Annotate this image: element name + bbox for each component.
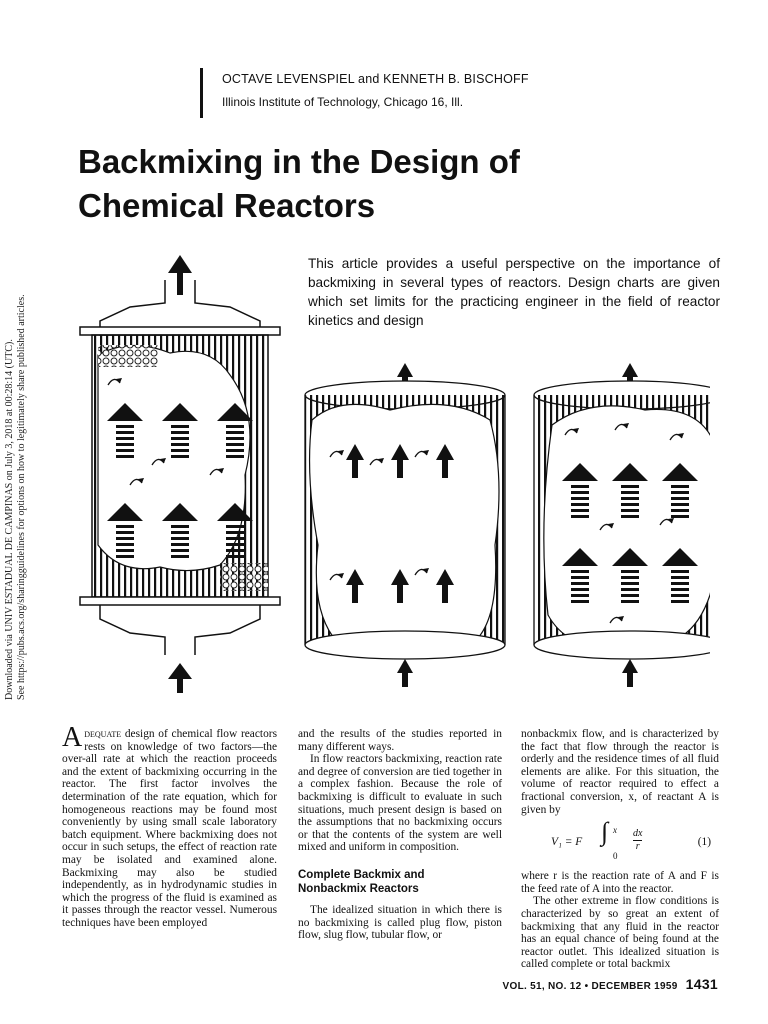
integral-upper-limit: x (613, 825, 617, 836)
authors: OCTAVE LEVENSPIEL and KENNETH B. BISCHOF… (222, 72, 529, 86)
section-heading-line-2: Nonbackmix Reactors (298, 882, 419, 895)
paragraph: In flow reactors backmixing, reaction ra… (298, 753, 502, 854)
packed-reactor (79, 255, 281, 693)
inlet-arrow-bottom (397, 659, 413, 687)
abstract: This article provides a useful perspecti… (308, 256, 720, 328)
equation-number: (1) (697, 836, 711, 849)
paragraph: and the results of the studies reported … (298, 728, 502, 753)
title-line-2: Chemical Reactors (78, 187, 376, 224)
article-title: Backmixing in the Design of Chemical Rea… (78, 140, 598, 228)
fraction-bar (633, 840, 643, 842)
affiliation: Illinois Institute of Technology, Chicag… (222, 95, 464, 109)
integrand-denominator: r (635, 841, 640, 853)
inlet-arrow-bottom (622, 659, 638, 687)
paragraph: The other extreme in flow conditions is … (521, 895, 719, 971)
integral-sign: ∫ (601, 817, 609, 847)
integrand-numerator: dx (633, 828, 643, 840)
section-heading-line-1: Complete Backmix and (298, 868, 425, 881)
paragraph-text: design of chemical flow reactors rests o… (62, 728, 277, 929)
download-notice-line-1: Downloaded via UNIV ESTADUAL DE CAMPINAS… (4, 339, 15, 700)
section-heading: Complete Backmix and Nonbackmix Reactors (298, 868, 502, 896)
integral-lower-limit: 0 (613, 851, 618, 862)
issue-info: VOL. 51, NO. 12 • DECEMBER 1959 (502, 981, 678, 992)
drop-cap: A (62, 722, 83, 753)
download-notice-line-2: See https://pubs.acs.org/sharingguidelin… (16, 294, 27, 700)
download-notice: Downloaded via UNIV ESTADUAL DE CAMPINAS… (4, 280, 28, 700)
lead-word: dequate (84, 728, 122, 740)
body-column-3: nonbackmix flow, and is characterized by… (521, 728, 719, 971)
outlet-arrow-top (168, 255, 192, 295)
body-column-2: and the results of the studies reported … (298, 728, 502, 942)
reactor-illustration (79, 255, 710, 693)
title-line-1: Backmixing in the Design of (78, 143, 520, 180)
equation-1: V₁ = F ∫ x 0 dx r (1) (521, 817, 719, 866)
page-number: 1431 (685, 976, 718, 992)
tube-reactor-vortices (304, 363, 506, 687)
author-rule (200, 68, 203, 118)
tube-reactor-mixed (533, 363, 710, 687)
inlet-arrow-bottom (168, 663, 192, 693)
paragraph: The idealized situation in which there i… (298, 903, 502, 942)
paragraph: where r is the reaction rate of A and F … (521, 870, 719, 895)
integrand: dx r (633, 828, 643, 853)
paragraph: nonbackmix flow, and is characterized by… (521, 728, 719, 816)
page-footer: VOL. 51, NO. 12 • DECEMBER 1959 1431 (503, 976, 718, 992)
equation-lhs: V₁ = F (551, 836, 583, 849)
